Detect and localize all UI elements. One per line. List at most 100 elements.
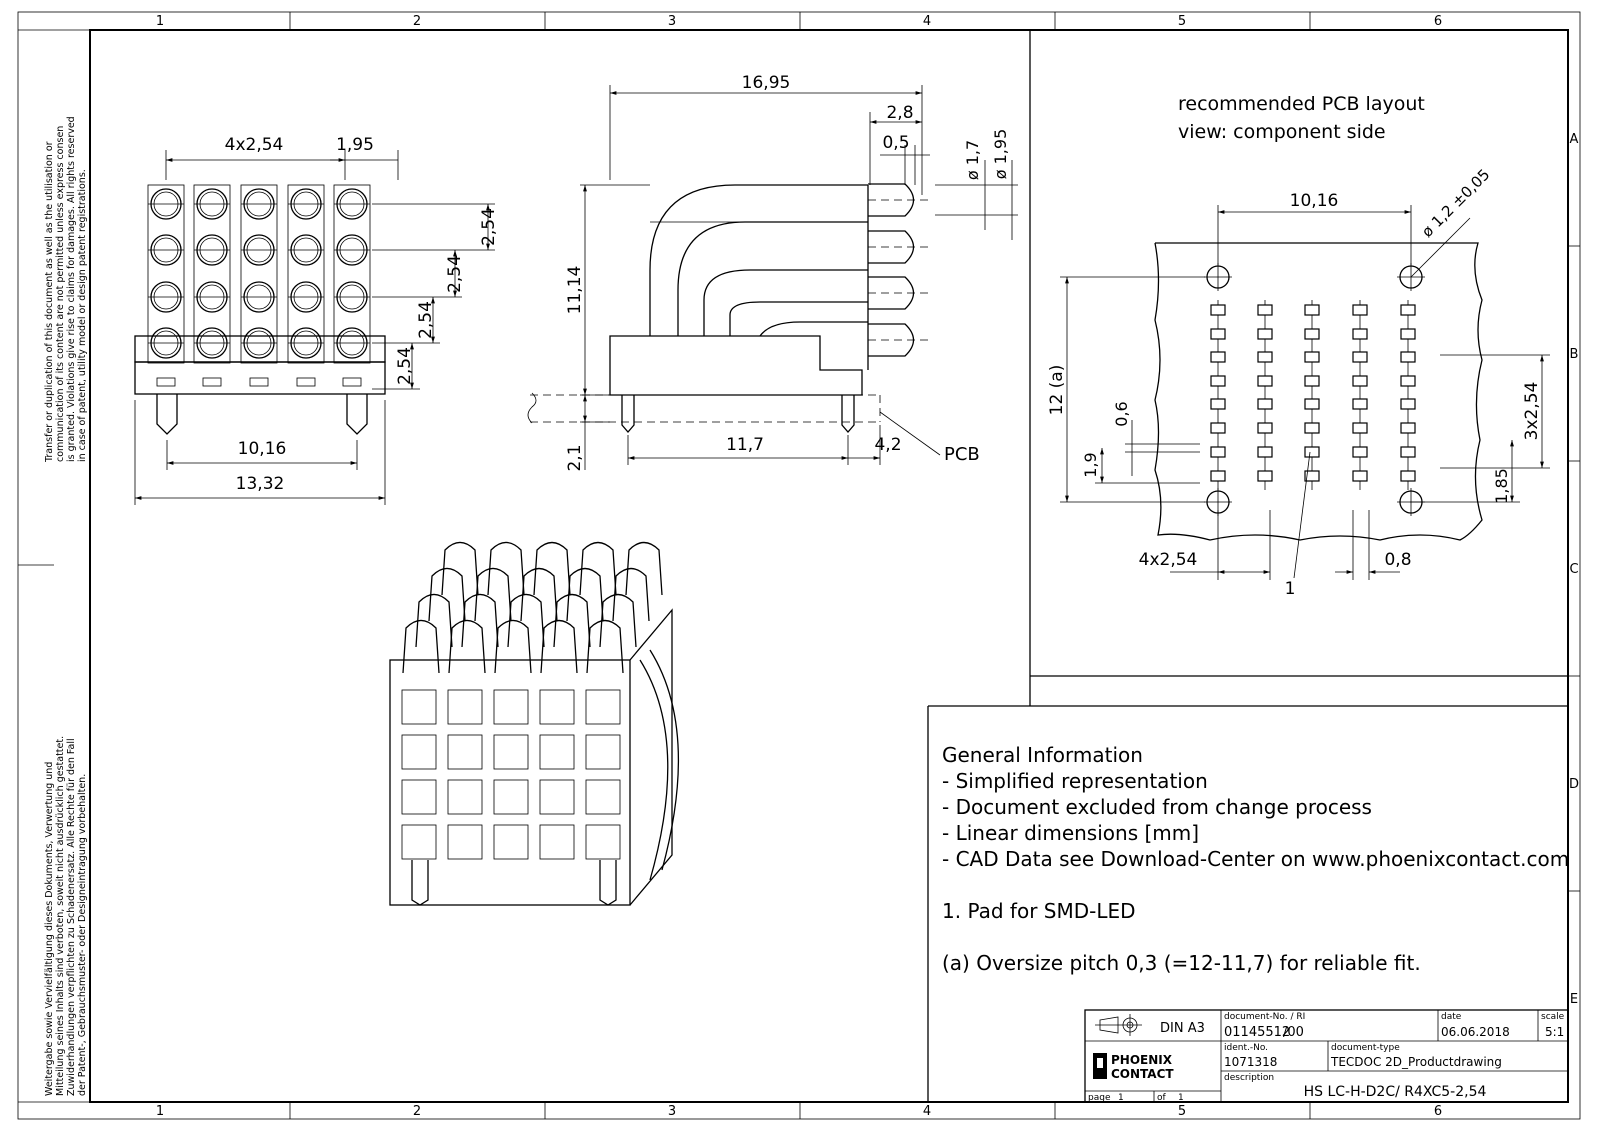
iso-led xyxy=(566,567,604,622)
led-column xyxy=(147,184,185,364)
col-label: 5 xyxy=(1178,1104,1186,1119)
col-label: 6 xyxy=(1434,14,1442,29)
dim-front-led-dia: 1,95 xyxy=(336,135,374,155)
smd-pad xyxy=(1352,328,1368,340)
iso-led xyxy=(507,593,545,648)
smd-pad xyxy=(1304,470,1320,482)
housing-slot xyxy=(342,377,362,387)
side-note-line: Zuwiderhandlungen verpflichten zu Schade… xyxy=(66,738,77,1096)
dim-front-pitch: 2,54 xyxy=(416,301,436,339)
row-label: C xyxy=(1569,562,1578,577)
date: 06.06.2018 xyxy=(1441,1025,1510,1039)
smd-pad xyxy=(1257,304,1273,316)
pcb-layout-title: recommended PCB layout xyxy=(1178,93,1425,115)
smd-pad xyxy=(1210,304,1226,316)
dim-front-pin-span: 10,16 xyxy=(238,439,287,459)
iso-led xyxy=(448,619,486,674)
title-block: DIN A3 document-No. / RI 01145512 /00 da… xyxy=(1084,1009,1569,1103)
dim-pin-depth: 2,1 xyxy=(565,444,585,471)
iso-led xyxy=(415,593,453,648)
of-label: of xyxy=(1157,1093,1167,1103)
led-column xyxy=(193,184,231,364)
date-label: date xyxy=(1441,1012,1462,1022)
col-label: 4 xyxy=(923,1104,931,1119)
smd-pad xyxy=(1400,446,1416,458)
smd-pad xyxy=(1304,328,1320,340)
side-note-line: is granted. Violations give rise to clai… xyxy=(66,116,77,462)
logo-text: PHOENIX xyxy=(1111,1053,1173,1067)
iso-led xyxy=(540,619,578,674)
iso-cell xyxy=(493,824,529,860)
iso-led xyxy=(625,541,663,596)
page-total: 1 xyxy=(1178,1093,1184,1103)
drawing-frame xyxy=(17,11,1581,1120)
row-label: E xyxy=(1570,992,1578,1007)
smd-pad xyxy=(1352,446,1368,458)
iso-cell xyxy=(493,779,529,815)
ident-label: ident.-No. xyxy=(1224,1043,1268,1053)
smd-pad xyxy=(1400,398,1416,410)
smd-pad xyxy=(1304,304,1320,316)
iso-cell xyxy=(539,779,575,815)
smd-pad xyxy=(1352,422,1368,434)
border-row-labels: A B C D E xyxy=(1569,132,1579,1007)
dim-hole-dia: ø 1,2 ±0,05 xyxy=(1418,165,1493,240)
col-label: 4 xyxy=(923,14,931,29)
smd-pad xyxy=(1352,304,1368,316)
pcb-layout-view: view: component side xyxy=(1178,121,1386,143)
smd-pad xyxy=(1257,422,1273,434)
side-note-line: Transfer or duplication of this document… xyxy=(44,141,55,463)
dim-hole-span: 10,16 xyxy=(1290,191,1339,211)
smd-pad xyxy=(1257,375,1273,387)
description: HS LC-H-D2C/ R4XC5-2,54 xyxy=(1304,1084,1487,1100)
smd-pad xyxy=(1210,446,1226,458)
smd-pad xyxy=(1304,446,1320,458)
housing-slot xyxy=(249,377,269,387)
iso-cell xyxy=(401,779,437,815)
side-note-line: in case of patent, utility model or desi… xyxy=(77,169,88,462)
front-view: 4x2,54 1,95 2,54 2,54 2,54 2,54 10,16 13… xyxy=(134,135,499,505)
projection-symbol xyxy=(1095,1014,1142,1036)
col-label: 1 xyxy=(156,14,164,29)
iso-cell xyxy=(585,824,621,860)
iso-led xyxy=(402,619,440,674)
iso-cell xyxy=(401,689,437,725)
led-column xyxy=(287,184,325,364)
smd-pad xyxy=(1352,398,1368,410)
dim-overall-height: 11,14 xyxy=(565,266,585,315)
dim-bottom-offset: 1,85 xyxy=(1492,468,1511,504)
iso-cell xyxy=(493,689,529,725)
phoenix-contact-logo: PHOENIX CONTACT xyxy=(1093,1053,1174,1081)
general-notes: General Information - Simplified represe… xyxy=(942,743,1569,975)
smd-pad xyxy=(1400,328,1416,340)
note-line: - Linear dimensions [mm] xyxy=(942,821,1199,845)
scale-label: scale xyxy=(1541,1012,1565,1022)
side-note-en: Transfer or duplication of this document… xyxy=(44,116,88,463)
smd-pad xyxy=(1210,398,1226,410)
smd-pad xyxy=(1304,422,1320,434)
dim-bottom-pitch: 4x2,54 xyxy=(1139,550,1198,570)
iso-led xyxy=(553,593,591,648)
iso-led xyxy=(599,593,637,648)
doctype-label: document-type xyxy=(1331,1043,1400,1053)
dim-overall-length: 16,95 xyxy=(742,73,791,93)
dim-pad-width: 0,6 xyxy=(1112,401,1131,426)
dim-front-pitch-count: 4x2,54 xyxy=(225,135,284,155)
doctype: TECDOC 2D_Productdrawing xyxy=(1330,1055,1502,1069)
side-view: PCB 16,95 2,8 0,5 ø 1,7 ø 1,95 11,14 2,1… xyxy=(527,73,1018,472)
smd-pad xyxy=(1257,470,1273,482)
col-label: 5 xyxy=(1178,14,1186,29)
iso-cell xyxy=(401,824,437,860)
smd-pad xyxy=(1257,398,1273,410)
pad-note: 1. Pad for SMD-LED xyxy=(942,899,1136,923)
smd-pad xyxy=(1210,328,1226,340)
note-line: - Document excluded from change process xyxy=(942,795,1372,819)
iso-led xyxy=(474,567,512,622)
smd-pad xyxy=(1304,351,1320,363)
housing-slot xyxy=(296,377,316,387)
page-label: page xyxy=(1088,1093,1111,1103)
iso-led xyxy=(441,541,479,596)
smd-pad xyxy=(1304,375,1320,387)
iso-led xyxy=(494,619,532,674)
